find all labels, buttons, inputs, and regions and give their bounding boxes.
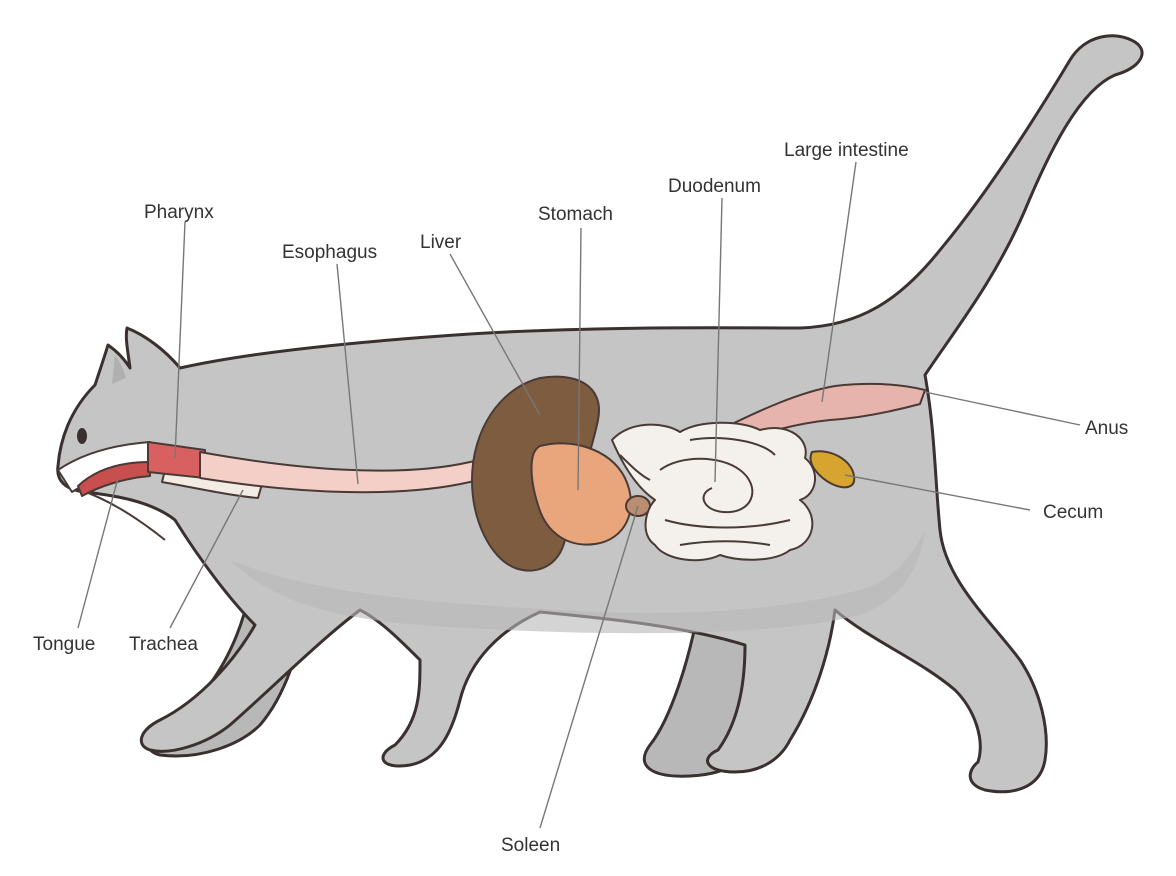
labels: Pharynx Esophagus Liver Stomach Duodenum… [33,140,1128,856]
label-spleen: Soleen [501,835,560,856]
small-intestines [611,421,816,562]
leader-lines [77,161,1081,829]
leader-spleen [539,505,639,829]
label-pharynx: Pharynx [144,202,214,223]
leader-pharynx [174,221,186,459]
leader-stomach [577,227,582,491]
ear-inner [112,355,126,384]
leader-liver [449,253,541,416]
leader-cecum [844,474,1031,511]
cecum-shape [809,450,856,489]
leader-tongue [77,477,119,629]
organs [57,375,926,572]
leader-duodenum [714,197,723,483]
leader-esophagus [336,263,359,485]
label-cecum: Cecum [1043,502,1103,523]
tongue-shape [77,461,151,497]
label-large-intestine: Large intestine [784,140,909,161]
leader-trachea [169,489,244,629]
leader-large-intestine [821,161,857,403]
label-duodenum: Duodenum [668,176,761,197]
label-tongue: Tongue [33,634,95,655]
label-anus: Anus [1085,418,1128,439]
belly-shading [230,530,925,634]
label-trachea: Trachea [129,634,198,655]
leader-anus [924,391,1081,426]
label-liver: Liver [420,232,462,253]
stomach-shape [530,442,632,546]
label-esophagus: Esophagus [282,242,377,263]
eye [77,428,87,444]
label-stomach: Stomach [538,204,613,225]
